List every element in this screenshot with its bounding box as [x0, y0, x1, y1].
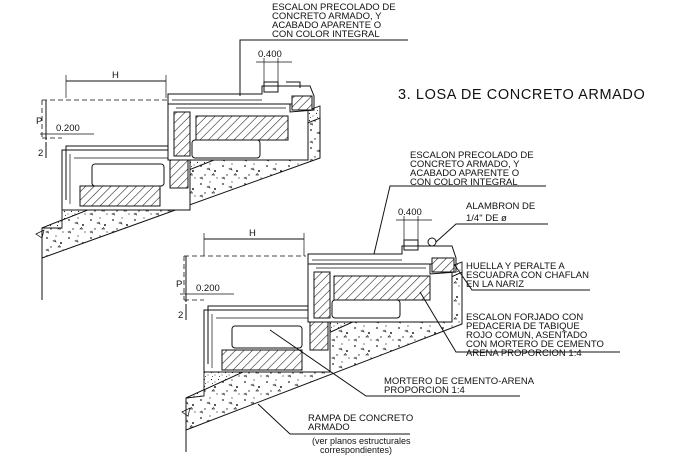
- bottom-escalon-note-3: ACABADO APARENTE O: [410, 168, 519, 179]
- bottom-escalon-note-4: CON COLOR INTEGRAL: [410, 177, 518, 188]
- bottom-ver-note-1: (ver planos estructurales: [312, 436, 411, 446]
- top-dim-h-label: H: [112, 70, 119, 81]
- bottom-rampa-note-2: ARMADO: [308, 422, 350, 433]
- top-upper-precast-step: [167, 85, 315, 113]
- bottom-upper-precast-step: [307, 245, 457, 275]
- top-break-mark: [35, 229, 45, 239]
- drawing-title: 3. LOSA DE CONCRETO ARMADO: [398, 87, 645, 103]
- bottom-alambron-leader: [435, 223, 548, 243]
- top-dim-p-label: P: [36, 116, 42, 127]
- bottom-upper-void: [331, 299, 401, 319]
- top-upper-tread-inner: [172, 99, 286, 109]
- top-stair-detail: H P 0.200 2 0.400 ESCALON PRECOLADO DE C…: [35, 2, 408, 300]
- bottom-break-mark: [181, 407, 191, 417]
- bottom-upper-nose-fill: [431, 257, 455, 273]
- bottom-forjado-note-3: ROJO COMUN, ASENTADO: [466, 330, 587, 341]
- bottom-lower-brick-fill: [221, 349, 303, 371]
- bottom-escalon-note-1: ESCALON PRECOLADO DE: [410, 150, 534, 161]
- top-dim-riser-label: 0.200: [56, 123, 80, 134]
- top-escalon-note-3: ACABADO APARENTE O: [272, 20, 381, 31]
- bottom-upper-brick-fill: [333, 275, 431, 301]
- top-upper-brick-side: [173, 111, 191, 157]
- bottom-rod-circle: [427, 237, 437, 247]
- top-escalon-note-1: ESCALON PRECOLADO DE: [272, 2, 396, 13]
- bottom-mortero-leader: [269, 329, 520, 397]
- top-dashed-profile: [41, 99, 168, 139]
- bottom-huella-note-1: HUELLA Y PERALTE A: [466, 261, 565, 272]
- top-escalon-leader: [239, 39, 408, 96]
- bottom-dim-h-label: H: [249, 228, 256, 239]
- top-lower-void: [91, 163, 165, 187]
- top-lower-brick-side: [169, 159, 189, 189]
- bottom-lower-brick-side: [309, 321, 329, 351]
- top-escalon-note-4: CON COLOR INTEGRAL: [272, 29, 380, 40]
- bottom-forjado-note-5: ARENA PROPORCION 1:4: [466, 348, 582, 359]
- bottom-lower-void: [231, 325, 303, 349]
- bottom-forjado-note-4: CON MORTERO DE CEMENTO: [466, 339, 604, 350]
- bottom-rampa-leader: [257, 403, 410, 435]
- bottom-escalon-leader: [373, 185, 546, 255]
- top-dim-two-label: 2: [38, 148, 43, 159]
- top-escalon-note-2: CONCRETO ARMADO, Y: [272, 11, 382, 22]
- top-rod: [286, 81, 301, 88]
- bottom-forjado-note-1: ESCALON FORJADO CON: [466, 312, 583, 323]
- top-upper-brick-fill: [195, 115, 289, 141]
- bottom-forjado-leader: [419, 291, 620, 353]
- bottom-stair-detail: H P 0.200 2 0.400 ESCALON PRECOLADO DE C…: [176, 150, 620, 455]
- bottom-alambron-note-2: 1/4" DE ø: [466, 213, 507, 224]
- top-dim-nose-label: 0.400: [258, 49, 282, 60]
- bottom-escalon-note-2: CONCRETO ARMADO, Y: [410, 159, 520, 170]
- bottom-huella-note-3: EN LA NARIZ: [466, 279, 524, 290]
- top-lower-brick-fill: [79, 185, 161, 207]
- bottom-nose-box: [403, 239, 419, 251]
- top-upper-void: [191, 139, 261, 159]
- top-nose-box: [263, 81, 279, 93]
- top-lower-tread-inner: [69, 154, 186, 204]
- bottom-mortero-note-1: MORTERO DE CEMENTO-ARENA: [384, 376, 535, 387]
- bottom-dim-p-label: P: [176, 279, 182, 290]
- bottom-forjado-note-2: PEDACERIA DE TABIQUE: [466, 321, 580, 332]
- bottom-mortero-note-2: PROPORCION 1:4: [384, 385, 465, 396]
- bottom-huella-note-2: ESCUADRA CON CHAFLAN: [466, 270, 589, 281]
- bottom-upper-brick-side: [313, 271, 331, 319]
- bottom-alambron-note-1: ALAMBRON DE: [466, 201, 535, 212]
- bottom-dim-two-label: 2: [178, 310, 183, 321]
- bottom-rampa-note-1: RAMPA DE CONCRETO: [308, 413, 413, 424]
- bottom-dim-nose-label: 0.400: [398, 207, 422, 218]
- bottom-huella-leader: [453, 263, 590, 291]
- top-upper-nose-fill: [291, 95, 313, 111]
- bottom-ver-note-2: correspondientes): [320, 445, 392, 455]
- bottom-dim-riser-label: 0.200: [196, 283, 220, 294]
- bottom-upper-tread-inner: [312, 259, 426, 269]
